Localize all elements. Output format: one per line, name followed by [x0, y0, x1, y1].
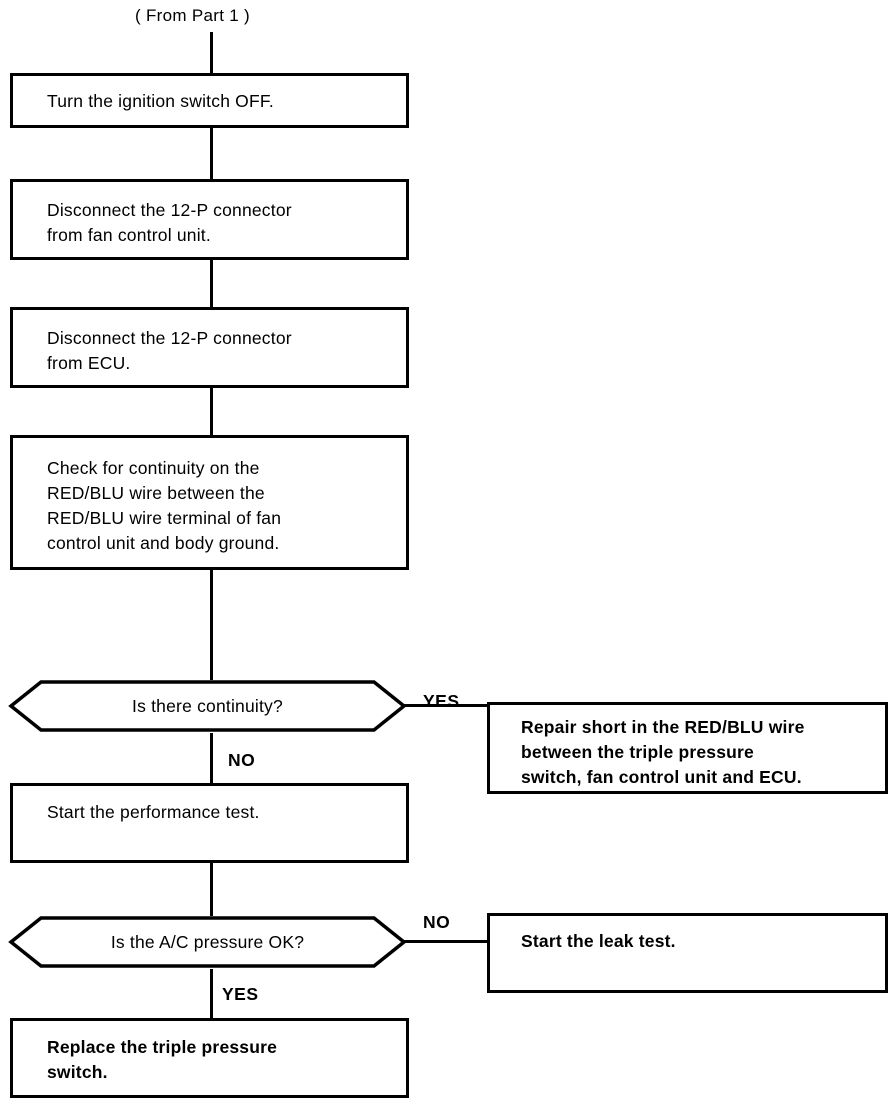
- step-box-disconnect-fan-control-unit: Disconnect the 12-P connector from fan c…: [10, 179, 409, 260]
- action-box-replace-triple-pressure-switch-text: Replace the triple pressure switch.: [47, 1037, 278, 1082]
- step-box-disconnect-fan-control-unit-text: Disconnect the 12-P connector from fan c…: [47, 200, 292, 245]
- action-box-start-leak-test: Start the leak test.: [487, 913, 888, 993]
- connector-decision2-yes: [210, 969, 213, 1018]
- step-box-ignition-off-text: Turn the ignition switch OFF.: [47, 91, 274, 111]
- action-box-repair-short-text: Repair short in the RED/BLU wire between…: [521, 717, 805, 787]
- step-box-start-performance-test-text: Start the performance test.: [47, 802, 260, 822]
- decision-is-there-continuity: Is there continuity?: [8, 679, 407, 733]
- decision-ac-pressure-ok-text: Is the A/C pressure OK?: [110, 931, 305, 952]
- step-box-disconnect-ecu: Disconnect the 12-P connector from ECU.: [10, 307, 409, 388]
- connector-step6-to-decision2: [210, 863, 213, 916]
- connector-step3-to-step4: [210, 388, 213, 435]
- connector-step4-to-decision1: [210, 570, 213, 680]
- step-box-check-continuity: Check for continuity on the RED/BLU wire…: [10, 435, 409, 570]
- from-part-label: ( From Part 1 ): [135, 6, 251, 25]
- action-box-repair-short: Repair short in the RED/BLU wire between…: [487, 702, 888, 794]
- step-box-disconnect-ecu-text: Disconnect the 12-P connector from ECU.: [47, 328, 292, 373]
- connector-decision1-yes: [402, 704, 489, 707]
- decision-is-there-continuity-text: Is there continuity?: [132, 695, 283, 716]
- action-box-replace-triple-pressure-switch: Replace the triple pressure switch.: [10, 1018, 409, 1098]
- edge-label-decision2-no: NO: [423, 912, 451, 932]
- edge-label-decision1-yes: YES: [423, 691, 460, 711]
- connector-decision1-no: [210, 733, 213, 783]
- step-box-ignition-off: Turn the ignition switch OFF.: [10, 73, 409, 128]
- action-box-start-leak-test-text: Start the leak test.: [521, 931, 676, 951]
- step-box-start-performance-test: Start the performance test.: [10, 783, 409, 863]
- step-box-check-continuity-text: Check for continuity on the RED/BLU wire…: [47, 458, 282, 553]
- connector-decision2-no: [402, 940, 489, 943]
- connector-step1-to-step2: [210, 128, 213, 179]
- connector-step2-to-step3: [210, 260, 213, 307]
- decision-ac-pressure-ok: Is the A/C pressure OK?: [8, 915, 407, 969]
- connector-header-to-step1: [210, 32, 213, 73]
- edge-label-decision1-no: NO: [228, 750, 256, 770]
- edge-label-decision2-yes: YES: [222, 984, 259, 1004]
